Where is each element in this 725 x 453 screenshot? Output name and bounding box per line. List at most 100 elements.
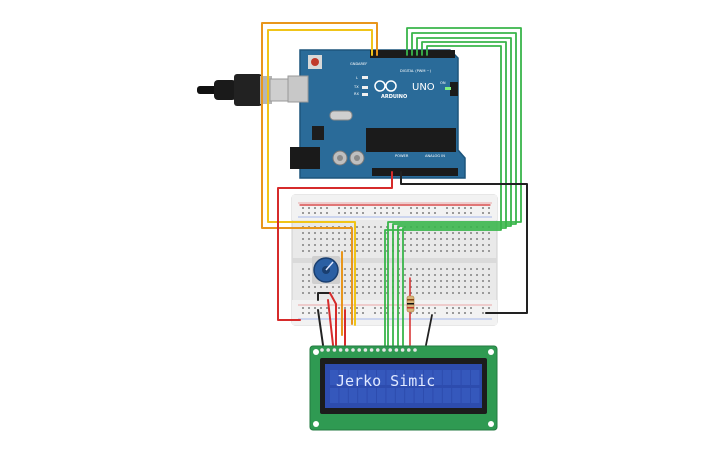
- breadboard-hole: [302, 238, 304, 240]
- breadboard-hole: [386, 250, 388, 252]
- breadboard-hole: [482, 244, 484, 246]
- breadboard-hole: [380, 292, 382, 294]
- breadboard-hole: [488, 274, 490, 276]
- breadboard-hole: [464, 232, 466, 234]
- breadboard-hole: [362, 250, 364, 252]
- lcd-pin: [407, 348, 411, 352]
- breadboard-hole: [434, 307, 436, 309]
- breadboard-hole: [368, 274, 370, 276]
- breadboard-hole: [368, 238, 370, 240]
- breadboard-hole: [308, 212, 310, 214]
- resistor: [406, 295, 415, 313]
- breadboard-hole: [356, 250, 358, 252]
- breadboard-hole: [338, 244, 340, 246]
- breadboard-hole: [470, 312, 472, 314]
- lcd-cell: [348, 370, 358, 385]
- breadboard-hole: [356, 244, 358, 246]
- breadboard-hole: [422, 274, 424, 276]
- breadboard-hole: [338, 250, 340, 252]
- breadboard-hole: [482, 292, 484, 294]
- breadboard-hole: [452, 226, 454, 228]
- breadboard-hole: [416, 280, 418, 282]
- breadboard-hole: [302, 212, 304, 214]
- breadboard-hole: [356, 292, 358, 294]
- breadboard-hole: [428, 292, 430, 294]
- potentiometer: [312, 256, 340, 284]
- lcd-pin: [413, 348, 417, 352]
- breadboard-hole: [428, 244, 430, 246]
- breadboard-hole: [482, 226, 484, 228]
- breadboard-hole: [404, 280, 406, 282]
- breadboard-hole: [464, 250, 466, 252]
- breadboard-hole: [428, 212, 430, 214]
- breadboard-hole: [470, 250, 472, 252]
- breadboard-hole: [308, 280, 310, 282]
- lcd-pin: [338, 348, 343, 352]
- breadboard-hole: [350, 207, 352, 209]
- breadboard-hole: [446, 268, 448, 270]
- breadboard-hole: [326, 238, 328, 240]
- breadboard-hole: [440, 286, 442, 288]
- breadboard-hole: [338, 286, 340, 288]
- breadboard-hole: [404, 268, 406, 270]
- breadboard-hole: [416, 207, 418, 209]
- red-wire-pot: [329, 292, 337, 346]
- breadboard-hole: [326, 212, 328, 214]
- breadboard-hole: [452, 280, 454, 282]
- breadboard-hole: [356, 207, 358, 209]
- breadboard-hole: [452, 244, 454, 246]
- breadboard-hole: [440, 244, 442, 246]
- breadboard-hole: [470, 292, 472, 294]
- l-label: L: [356, 76, 358, 80]
- breadboard-hole: [320, 212, 322, 214]
- breadboard-hole: [308, 250, 310, 252]
- breadboard-hole: [488, 250, 490, 252]
- wires: [261, 22, 528, 346]
- uno-model-label: UNO: [412, 82, 435, 93]
- breadboard-hole: [362, 274, 364, 276]
- breadboard-hole: [404, 226, 406, 228]
- breadboard-hole: [410, 232, 412, 234]
- breadboard-hole: [416, 244, 418, 246]
- lcd-cell: [414, 370, 423, 385]
- lcd-pin: [369, 348, 374, 352]
- breadboard-hole: [440, 232, 442, 234]
- breadboard-hole: [362, 307, 364, 309]
- breadboard-hole: [470, 244, 472, 246]
- breadboard-hole: [464, 286, 466, 288]
- breadboard-hole: [356, 307, 358, 309]
- breadboard-hole: [410, 268, 412, 270]
- breadboard-hole: [398, 244, 400, 246]
- breadboard-hole: [428, 312, 430, 314]
- breadboard-hole: [344, 238, 346, 240]
- lcd-pin: [394, 348, 399, 352]
- breadboard-hole: [398, 292, 400, 294]
- lcd-pin: [388, 348, 393, 352]
- breadboard-hole: [344, 286, 346, 288]
- breadboard-hole: [338, 312, 340, 314]
- breadboard-hole: [434, 226, 436, 228]
- breadboard-hole: [302, 286, 304, 288]
- breadboard-hole: [398, 232, 400, 234]
- breadboard-hole: [422, 307, 424, 309]
- breadboard-hole: [374, 307, 376, 309]
- breadboard-hole: [416, 286, 418, 288]
- yellow-wire-1: [267, 29, 373, 326]
- breadboard-hole: [470, 238, 472, 240]
- breadboard-hole: [452, 312, 454, 314]
- breadboard-hole: [416, 268, 418, 270]
- breadboard-hole: [362, 212, 364, 214]
- lcd-cell: [395, 370, 405, 385]
- breadboard-hole: [344, 244, 346, 246]
- breadboard-hole: [488, 244, 490, 246]
- breadboard-hole: [374, 286, 376, 288]
- breadboard-hole: [308, 244, 310, 246]
- breadboard-hole: [452, 238, 454, 240]
- breadboard-hole: [326, 244, 328, 246]
- breadboard-hole: [362, 232, 364, 234]
- breadboard-hole: [386, 274, 388, 276]
- breadboard-hole: [386, 268, 388, 270]
- breadboard-hole: [458, 280, 460, 282]
- breadboard-hole: [326, 312, 328, 314]
- breadboard-hole: [338, 292, 340, 294]
